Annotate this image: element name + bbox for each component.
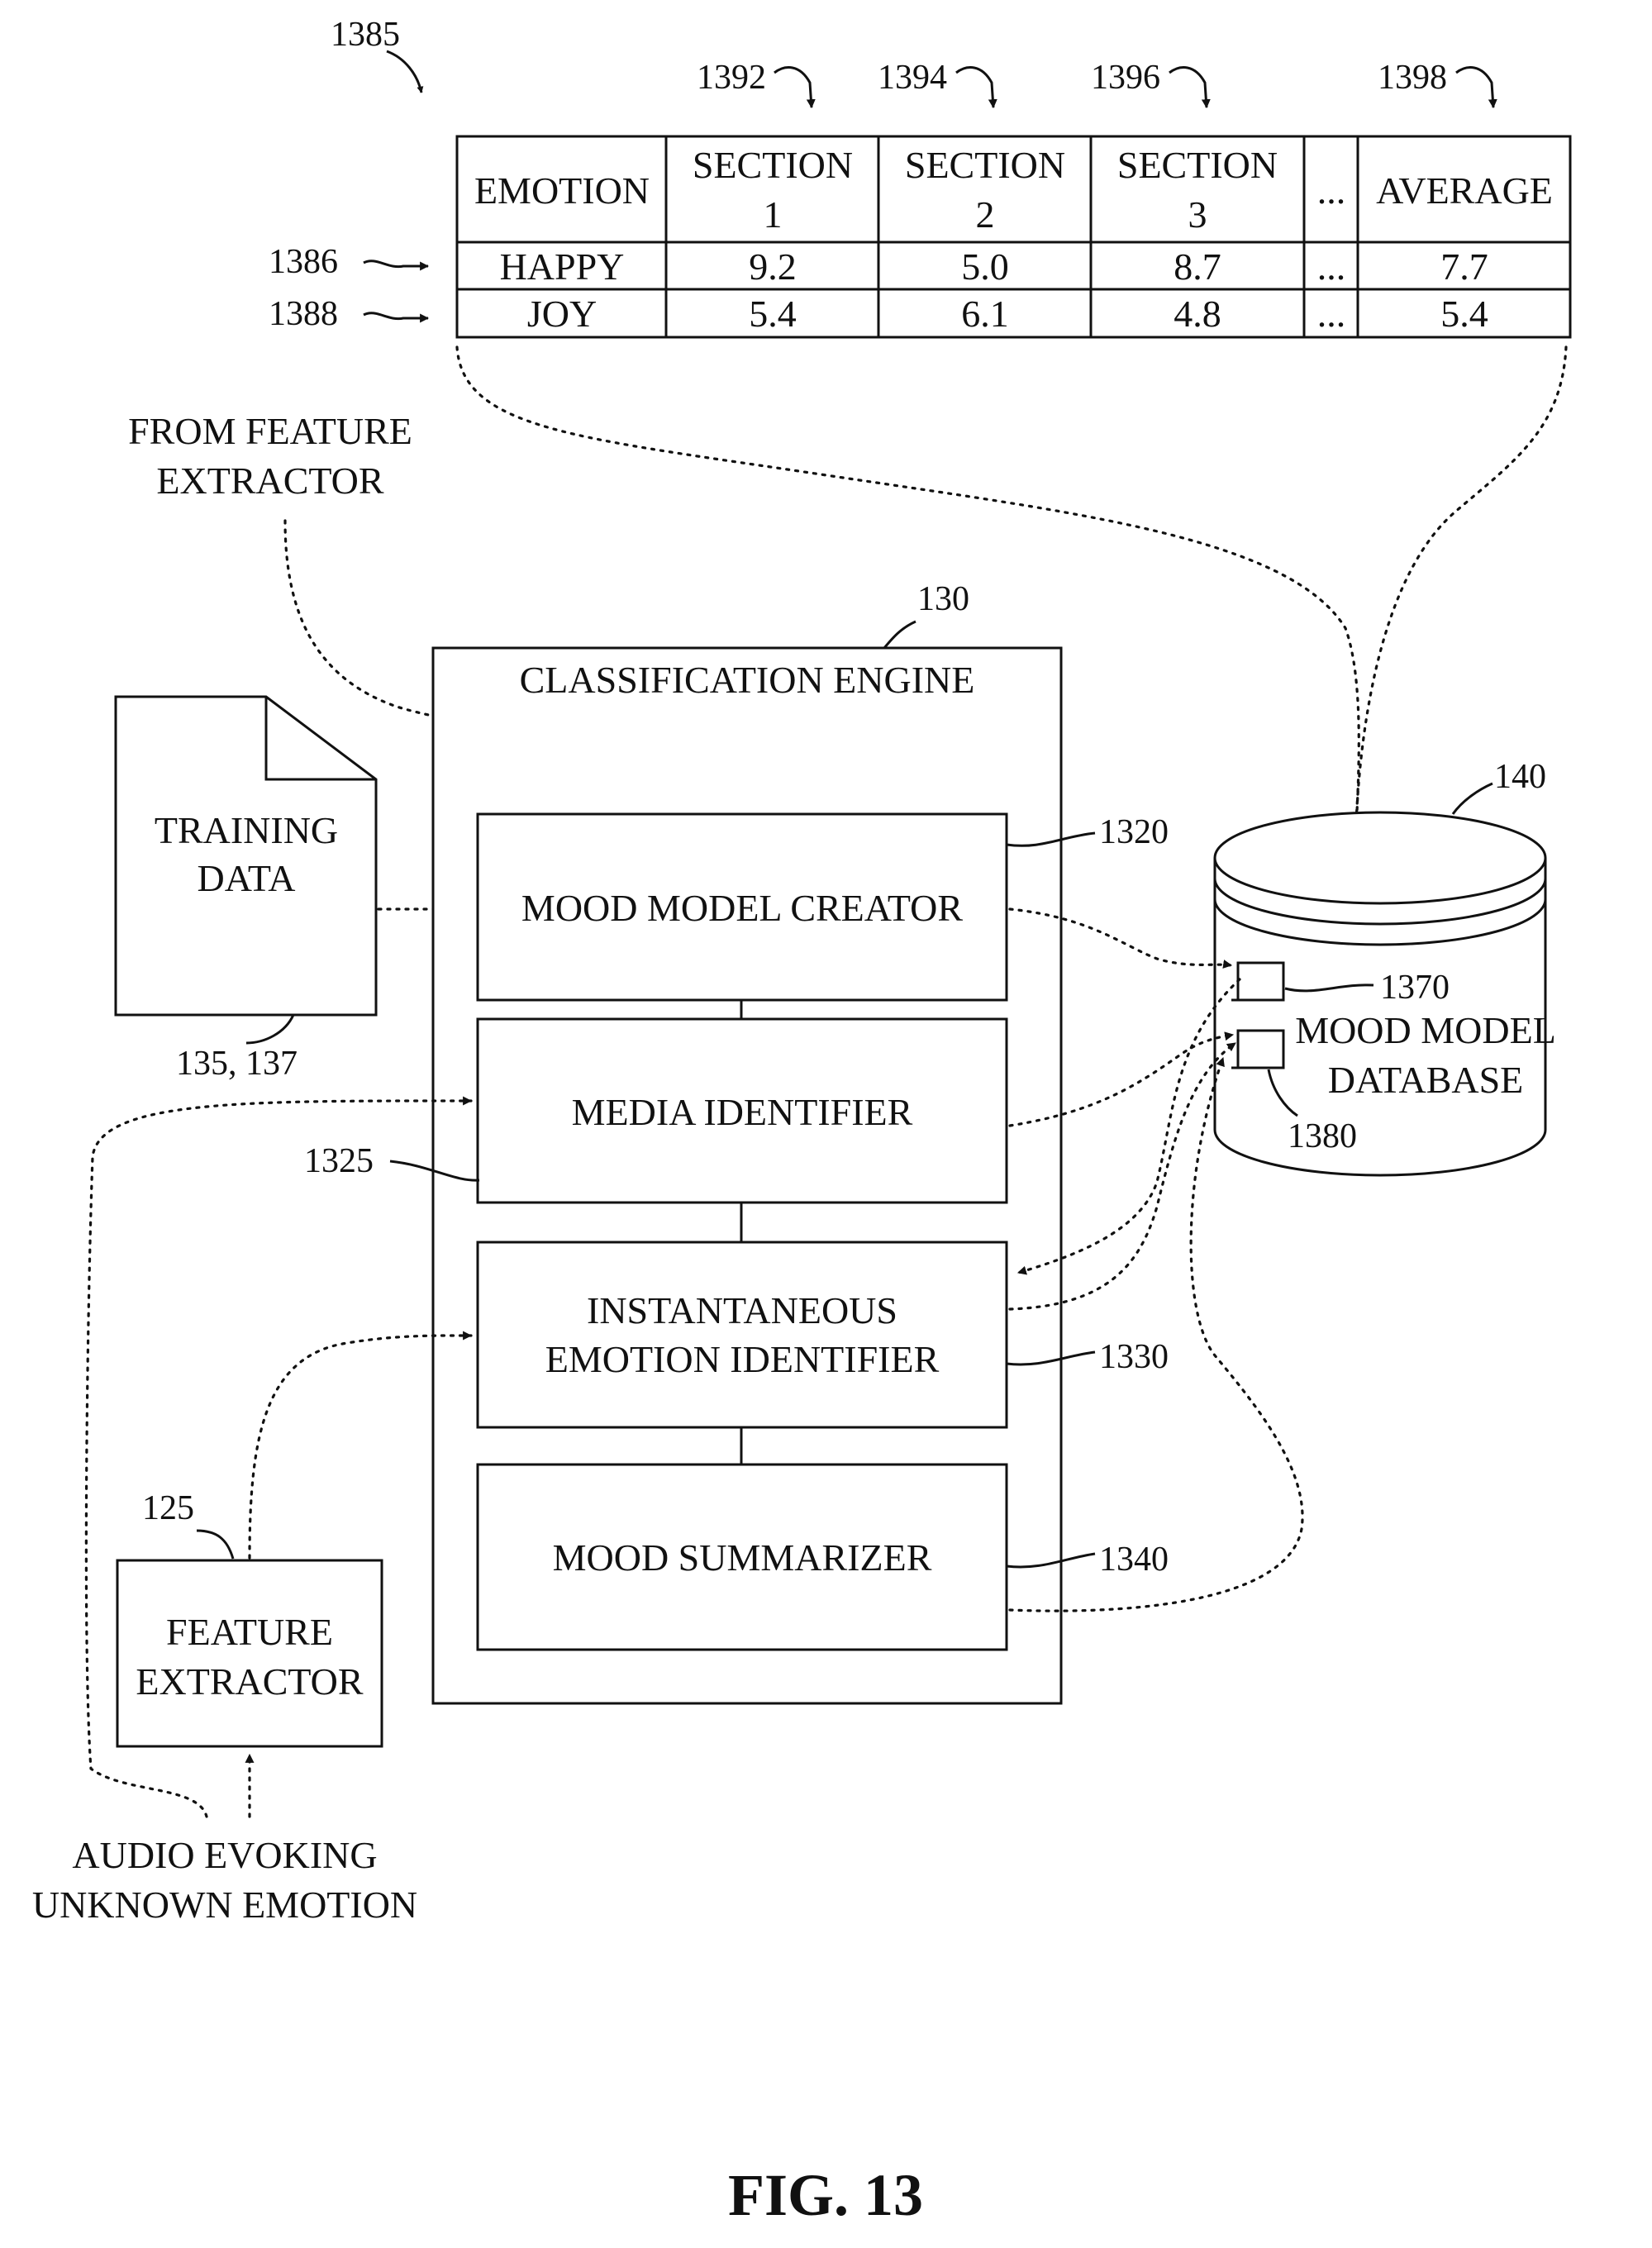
database-record-icon: [1238, 1031, 1283, 1068]
table-header-emotion: EMOTION: [474, 169, 650, 212]
table-header-section-2-number: 2: [976, 193, 995, 236]
row-ref-label: 1386: [269, 243, 338, 281]
database-label: DATABASE: [1328, 1059, 1524, 1101]
table-header-section-1: SECTION: [693, 144, 853, 186]
table-cell: 5.4: [1440, 293, 1488, 335]
feature-extractor-label: EXTRACTOR: [136, 1660, 363, 1703]
table-cell: ...: [1317, 245, 1346, 288]
database-cylinder-top: [1215, 812, 1545, 903]
database-label: MOOD MODEL: [1295, 1009, 1556, 1051]
training-data-ref-leader: [246, 1015, 293, 1043]
figure-caption: FIG. 13: [728, 2162, 923, 2228]
instantaneous-emotion-identifier-ref: 1330: [1099, 1338, 1169, 1376]
table-header-section-2: SECTION: [905, 144, 1065, 186]
feature-extractor-box: [117, 1560, 382, 1746]
column-ref-arrow: [956, 68, 993, 107]
training-data-ref: 135, 137: [176, 1045, 298, 1083]
audio-input-label: AUDIO EVOKING: [72, 1834, 377, 1876]
column-ref-label: 1396: [1091, 59, 1160, 97]
database-record-1380: [1231, 1031, 1283, 1068]
feature-extractor: FEATURE EXTRACTOR: [117, 1560, 382, 1746]
instantaneous-emotion-identifier-label: EMOTION IDENTIFIER: [545, 1338, 940, 1380]
column-ref-label: 1398: [1378, 59, 1447, 97]
document-icon: [116, 697, 376, 1015]
table-header-ellipsis: ...: [1317, 169, 1346, 212]
mood-summarizer-ref: 1340: [1099, 1541, 1169, 1579]
media-identifier-label: MEDIA IDENTIFIER: [572, 1091, 913, 1133]
instantaneous-emotion-identifier-label: INSTANTANEOUS: [587, 1289, 897, 1331]
database-ref: 140: [1494, 758, 1546, 796]
column-ref-arrow: [1456, 68, 1493, 107]
mood-model-creator-label: MOOD MODEL CREATOR: [521, 887, 963, 929]
column-ref-arrow: [774, 68, 812, 107]
database-record-ref: 1380: [1288, 1117, 1357, 1155]
training-data-label: TRAINING: [155, 809, 338, 851]
table-cell: ...: [1317, 293, 1346, 335]
classification-engine-title: CLASSIFICATION ENGINE: [520, 659, 975, 701]
from-feature-extractor-label: EXTRACTOR: [156, 460, 383, 502]
table-header-section-3-number: 3: [1188, 193, 1207, 236]
column-ref-arrow: [1169, 68, 1207, 107]
classification-engine-ref-leader: [884, 622, 916, 648]
table-cell: JOY: [527, 293, 597, 335]
classification-engine-ref: 130: [917, 580, 969, 618]
training-data-document: TRAINING DATA: [116, 697, 376, 1015]
feature-extractor-ref: 125: [142, 1489, 194, 1527]
table-cell: 6.1: [961, 293, 1009, 335]
mood-summarizer-label: MOOD SUMMARIZER: [553, 1536, 932, 1579]
emotion-table: 1385 1392 1394 1396 1398 EMOTION SECTION…: [269, 16, 1570, 337]
feature-extractor-label: FEATURE: [166, 1611, 333, 1653]
table-cell: 9.2: [749, 245, 797, 288]
row-ref-arrow: [364, 261, 428, 267]
table-ref-label: 1385: [331, 16, 400, 54]
from-feature-extractor-label: FROM FEATURE: [128, 410, 412, 452]
mood-model-creator-ref: 1320: [1099, 813, 1169, 851]
column-ref-label: 1392: [697, 59, 766, 97]
instantaneous-emotion-identifier-box: [478, 1242, 1007, 1427]
table-header-average: AVERAGE: [1376, 169, 1553, 212]
table-cell: 4.8: [1174, 293, 1221, 335]
table-header-section-1-number: 1: [764, 193, 783, 236]
row-ref-label: 1388: [269, 295, 338, 333]
classification-engine: CLASSIFICATION ENGINE 130 MOOD MODEL CRE…: [433, 580, 1061, 1703]
table-ref-leader: [387, 51, 421, 93]
row-ref-arrow: [364, 313, 428, 319]
table-cell: 5.4: [749, 293, 797, 335]
table-cell: 5.0: [961, 245, 1009, 288]
database-ref-leader: [1453, 783, 1493, 814]
database-record-ref: 1370: [1380, 969, 1450, 1007]
feature-extractor-ref-leader: [197, 1531, 233, 1559]
training-data-label: DATA: [198, 857, 296, 899]
table-cell: 8.7: [1174, 245, 1221, 288]
table-cell: 7.7: [1440, 245, 1488, 288]
table-cell: HAPPY: [500, 245, 625, 288]
media-identifier-ref: 1325: [304, 1142, 374, 1180]
column-ref-label: 1394: [878, 59, 947, 97]
table-header-section-3: SECTION: [1117, 144, 1278, 186]
database-record-icon: [1238, 963, 1283, 1000]
audio-input-label: UNKNOWN EMOTION: [32, 1884, 417, 1926]
